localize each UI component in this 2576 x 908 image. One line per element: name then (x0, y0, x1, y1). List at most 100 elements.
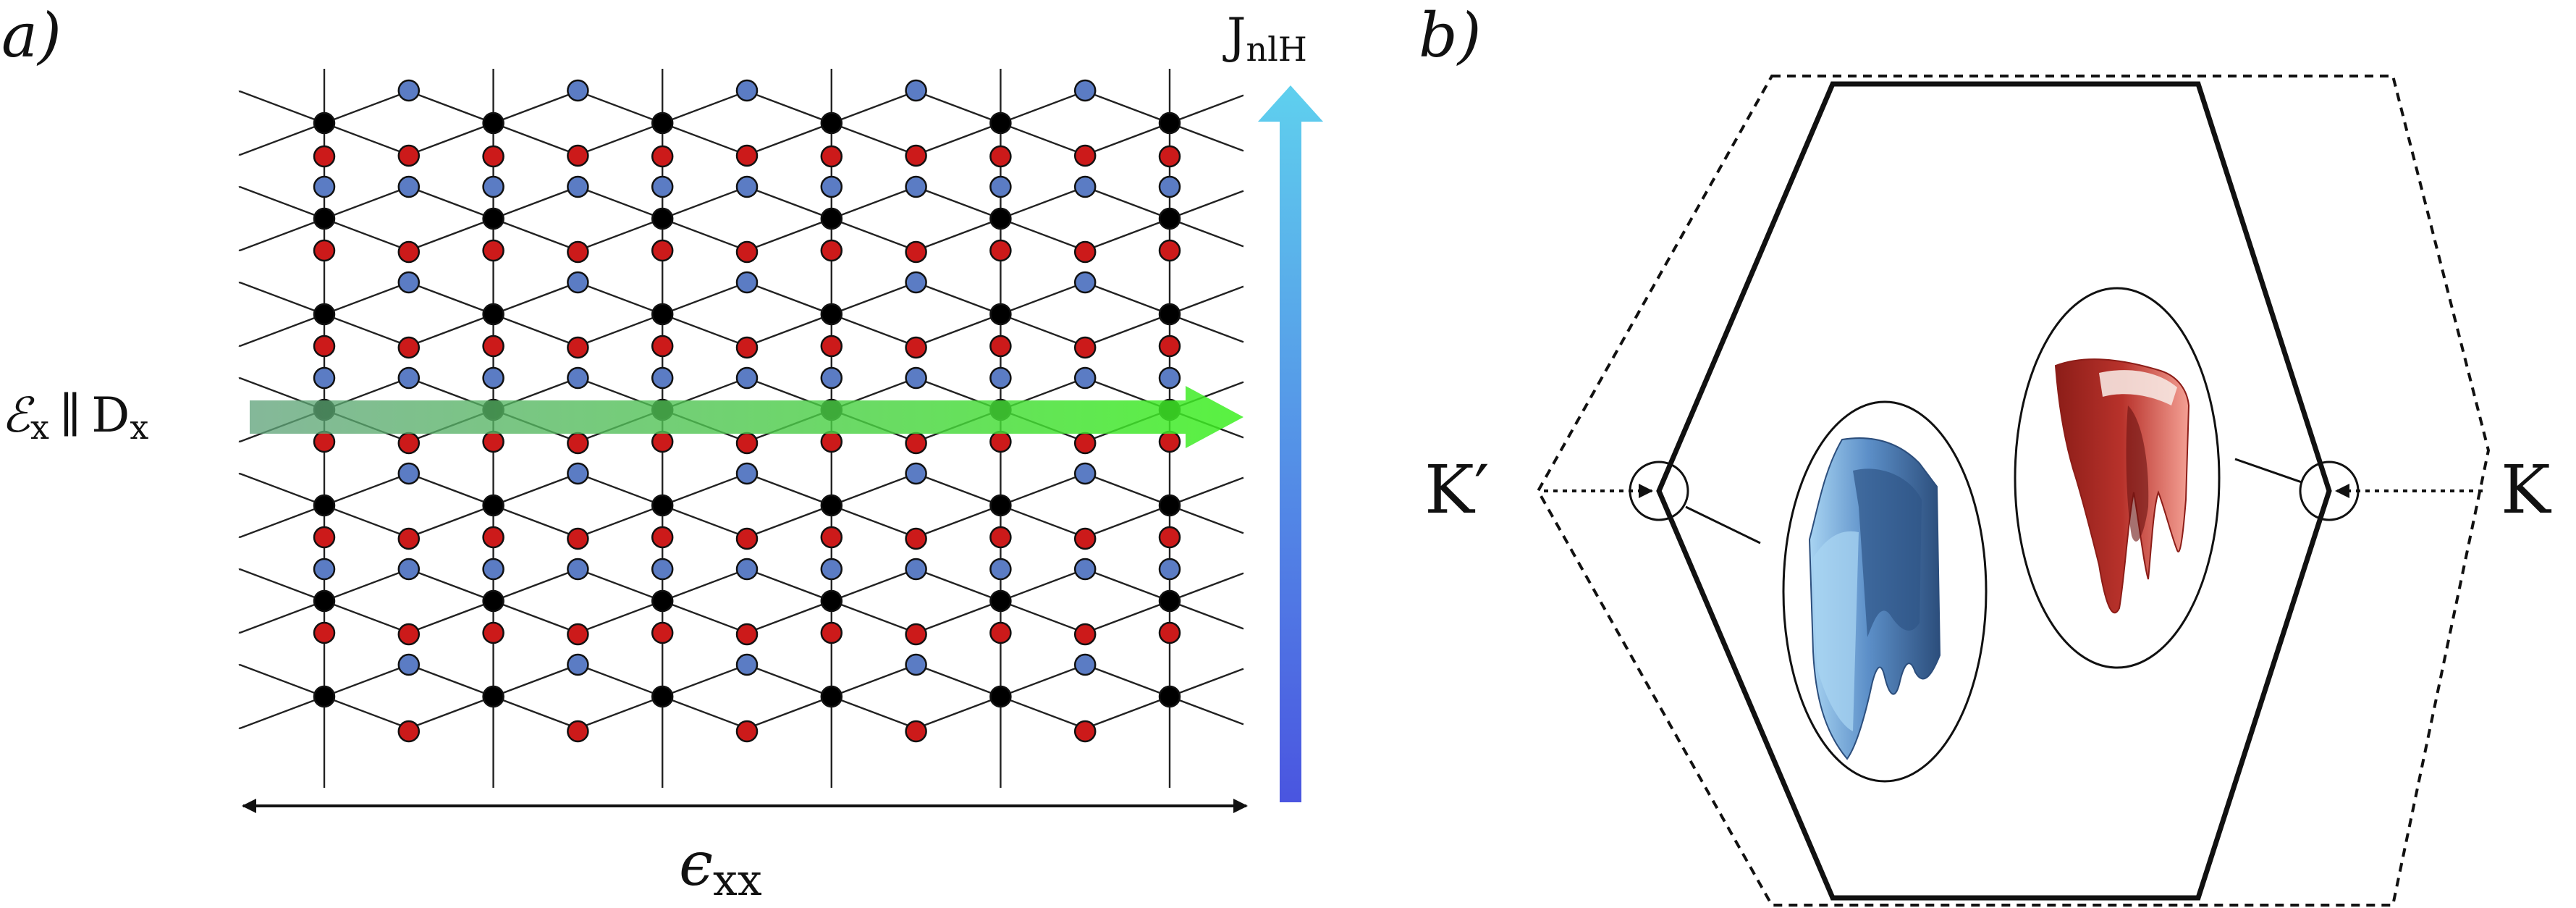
lattice-site-red (820, 239, 843, 262)
lattice-site-red (397, 336, 421, 359)
lattice-bond (1084, 472, 1170, 507)
lattice-site-black (482, 589, 504, 613)
lattice-bond (746, 281, 832, 316)
lattice-site-blue (1073, 366, 1097, 390)
lattice-site-blue (1073, 271, 1097, 294)
valley-k-prime-label: K′ (1424, 451, 1490, 529)
lattice-site-blue (567, 271, 589, 294)
lattice-site-black (820, 589, 843, 613)
field-label-parallel: ∥ (59, 387, 82, 443)
lattice-site-blue (397, 462, 421, 485)
lattice-site-blue (397, 271, 421, 294)
lattice-bond (408, 122, 494, 156)
lattice-bond (916, 472, 1001, 507)
lattice-site-blue (567, 462, 589, 485)
lattice-bond (916, 313, 1001, 348)
lattice-site-black (482, 112, 504, 135)
lattice-site-blue (567, 79, 589, 102)
lattice-site-black (313, 685, 336, 708)
lattice-site-black (820, 303, 843, 326)
lattice-site-red (1158, 145, 1181, 168)
lattice-bond (324, 663, 410, 698)
lattice-bond (1000, 663, 1086, 698)
lattice-site-blue (820, 366, 843, 390)
valley-k-label: K (2501, 451, 2552, 529)
lattice-site-black (820, 207, 843, 230)
lattice-bond (324, 281, 410, 316)
lattice-site-red (1073, 240, 1097, 264)
lattice-bond (1169, 572, 1244, 602)
lattice-bond (1169, 504, 1244, 534)
lattice-bond (1169, 217, 1244, 248)
lattice-site-red (567, 144, 589, 167)
lattice-bond (916, 122, 1001, 156)
lattice-site-blue (735, 175, 759, 198)
lattice-site-blue (735, 462, 759, 485)
lattice-site-black (1158, 207, 1181, 230)
lattice-bond (1000, 185, 1086, 220)
lattice-bond (1084, 600, 1170, 634)
svg-text:JnlH: JnlH (1222, 8, 1307, 69)
lattice-site-black (651, 112, 674, 135)
lattice-bond (831, 281, 917, 316)
lattice-bond (831, 600, 917, 634)
lattice-bond (1169, 695, 1244, 726)
lattice-site-black (482, 494, 504, 517)
lattice-bond (662, 122, 748, 156)
lattice-bond (324, 600, 410, 634)
lattice-site-red (567, 623, 589, 646)
lattice-site-red (1073, 623, 1097, 646)
lattice-site-red (397, 432, 421, 455)
lattice-bond (746, 122, 832, 156)
lattice-site-blue (735, 558, 759, 581)
lattice-site-blue (820, 558, 843, 581)
lattice-bond (493, 122, 578, 156)
lattice-bond (239, 90, 325, 125)
lattice-bond (239, 313, 325, 348)
lattice-site-blue (397, 175, 421, 198)
lattice-bond (577, 663, 663, 698)
lattice-bond (324, 504, 410, 539)
lattice-site-blue (735, 366, 759, 390)
lattice-site-red (735, 144, 759, 167)
lattice-site-black (313, 112, 336, 135)
lattice-bond (831, 313, 917, 348)
lattice-site-blue (1158, 175, 1181, 198)
current-arrow (1258, 85, 1323, 802)
lattice-site-red (820, 621, 843, 644)
lattice-bond (408, 90, 494, 125)
lattice-site-red (482, 239, 504, 262)
lattice-bond (493, 472, 578, 507)
lattice-bond (1000, 695, 1086, 730)
lattice-site-black (989, 685, 1012, 708)
lattice-bond (662, 90, 748, 125)
lattice-site-black (313, 589, 336, 613)
strain-label-sub: xx (713, 855, 762, 906)
lattice-bond (239, 695, 325, 730)
lattice-site-black (1158, 494, 1181, 517)
lattice-bond (239, 281, 325, 316)
lattice-bond (831, 90, 917, 125)
lattice-bond (831, 695, 917, 730)
lattice-bond (1169, 122, 1244, 152)
panel-a-lattice: a) JnlH ℰx∥Dx ϵxx (1, 0, 1323, 906)
lattice-bond (493, 663, 578, 698)
lattice-bond (662, 600, 748, 634)
lattice-site-red (313, 621, 336, 644)
lattice-site-blue (905, 653, 927, 676)
lattice-site-black (989, 303, 1012, 326)
lattice-bond (1000, 600, 1086, 634)
lattice-bond (493, 504, 578, 539)
lattice-bond (1169, 313, 1244, 343)
lattice-site-black (989, 112, 1012, 135)
lattice-site-red (482, 335, 504, 358)
lattice-bond (408, 695, 494, 730)
lattice-bond (746, 504, 832, 539)
lattice-site-blue (651, 175, 674, 198)
lattice-bond (239, 217, 325, 252)
lattice-site-red (989, 335, 1012, 358)
lattice-bond (1000, 313, 1086, 348)
lattice-bond (746, 90, 832, 125)
lattice-bond (916, 568, 1001, 602)
